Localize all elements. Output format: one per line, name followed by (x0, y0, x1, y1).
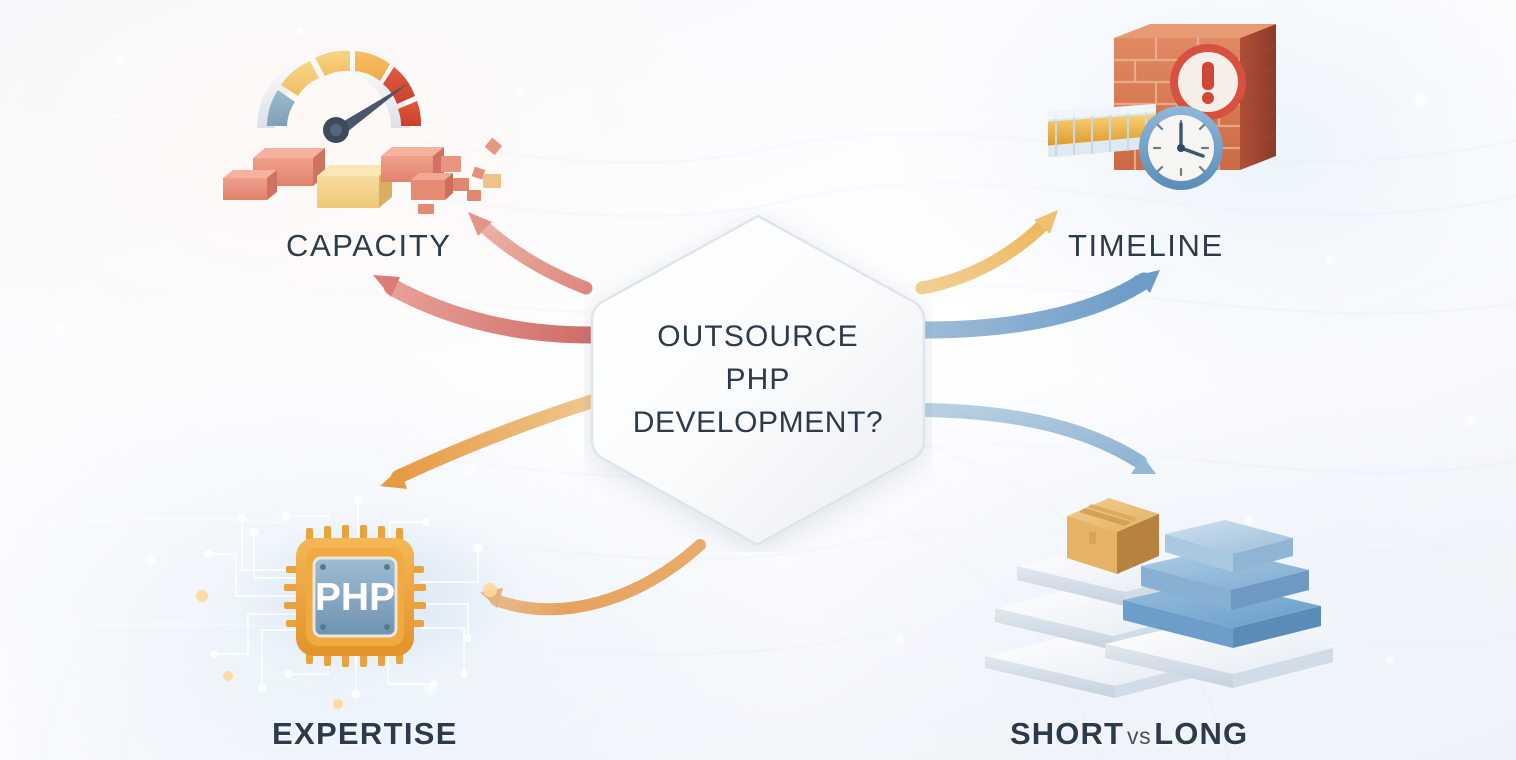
php-chip-text: PHP (315, 576, 395, 619)
stacked-platforms-box-icon (955, 470, 1385, 702)
vs-label: vs (1127, 723, 1152, 749)
central-hexagon[interactable]: OUTSOURCE PHP DEVELOPMENT? (584, 208, 932, 552)
php-microchip-icon: PHP (178, 478, 568, 714)
arrow-to-short-vs-long (921, 403, 1156, 474)
arrow-to-capacity-upper (468, 212, 593, 295)
gauge-and-boxes-icon (205, 8, 535, 218)
arrow-to-timeline-blue (917, 270, 1160, 339)
node-label-timeline: TIMELINE (1068, 228, 1224, 263)
arrow-to-expertise-upper (380, 393, 603, 489)
arrow-to-timeline-gold (915, 210, 1058, 295)
short-label: SHORT (1010, 716, 1124, 751)
arrow-to-capacity-lower (373, 275, 599, 344)
node-label-capacity: CAPACITY (286, 228, 452, 263)
node-label-expertise: EXPERTISE (272, 716, 458, 751)
long-label: LONG (1154, 716, 1249, 751)
brick-wall-clock-warning-icon (1048, 8, 1358, 220)
